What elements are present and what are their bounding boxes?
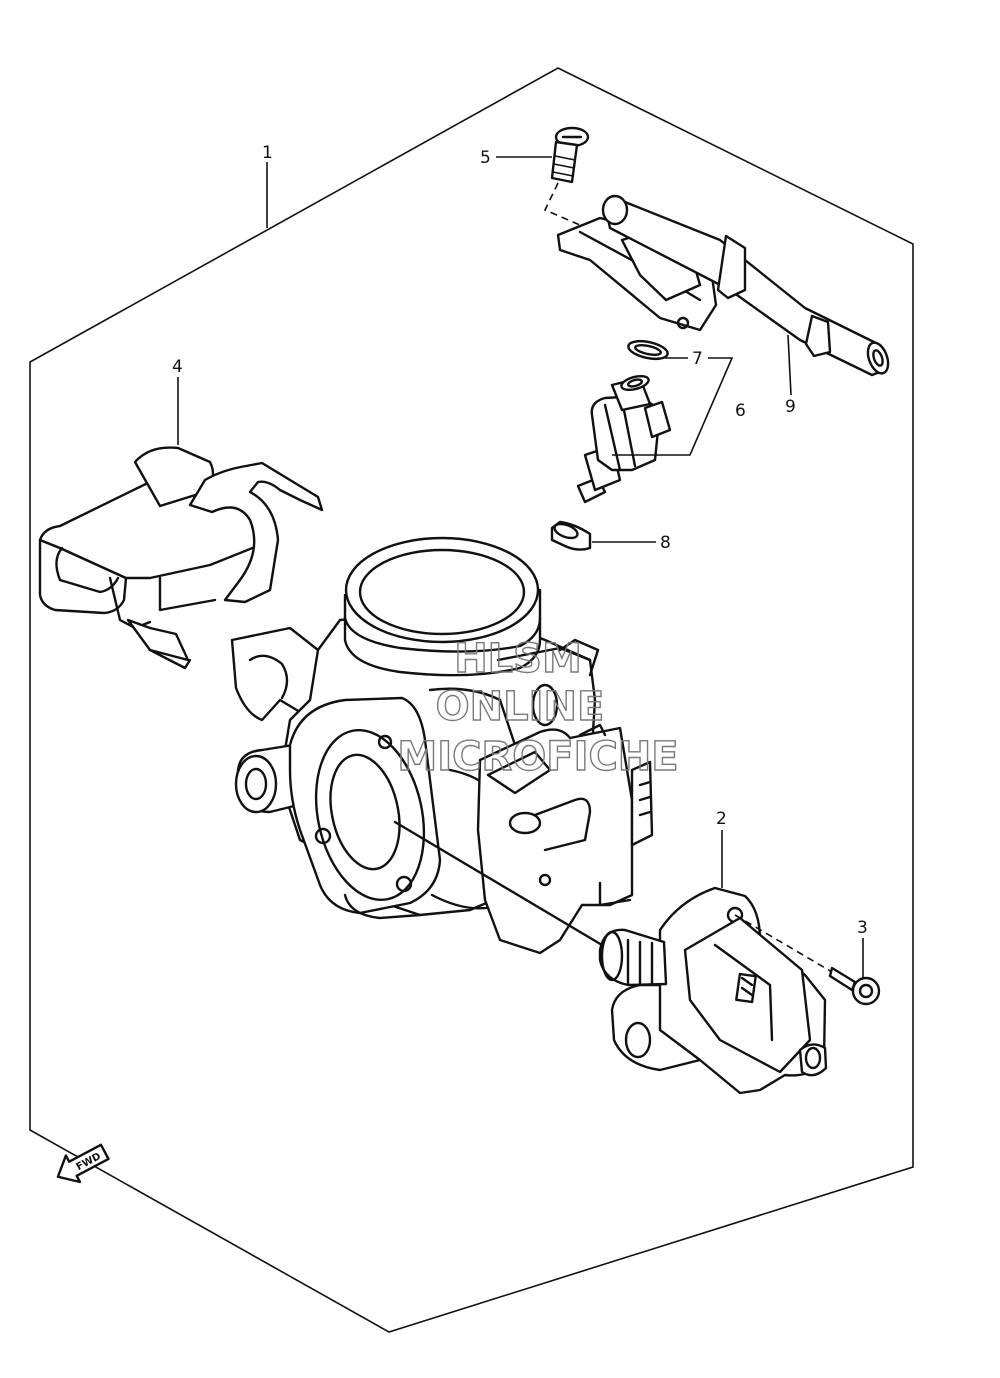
- part-6-injector: [576, 374, 672, 504]
- callout-7: 7: [692, 349, 703, 369]
- part-3-screw: [828, 966, 881, 1006]
- part-8-seal: [550, 520, 592, 551]
- part-9-fuel-pipe: [556, 194, 890, 377]
- callout-9: 9: [785, 397, 796, 417]
- watermark-line-3: MICROFICHE: [397, 734, 678, 780]
- part-4-bracket: [38, 446, 324, 670]
- watermark: HLSM ONLINE MICROFICHE: [397, 635, 680, 780]
- callout-3: 3: [857, 918, 868, 938]
- part-2-idle-valve: [598, 886, 828, 1095]
- throttle-body: [230, 536, 654, 955]
- callout-4: 4: [172, 357, 183, 377]
- leader-lines: [177, 156, 864, 978]
- part-7-o-ring: [627, 339, 669, 361]
- part-5-screw: [550, 126, 590, 184]
- part-3-guide-line: [734, 914, 833, 973]
- callout-2: 2: [716, 809, 727, 829]
- callouts: 1 2 3 4 5 6 7 8 9: [172, 143, 868, 938]
- part-5-guide-line: [543, 182, 581, 226]
- watermark-line-1: HLSM: [454, 636, 582, 682]
- assembly-outline: [29, 67, 914, 1333]
- callout-5: 5: [480, 148, 491, 168]
- part-2-shaft-line: [393, 820, 604, 947]
- watermark-line-2: ONLINE: [436, 684, 605, 730]
- callout-8: 8: [660, 533, 671, 553]
- callout-1: 1: [262, 143, 273, 163]
- callout-6: 6: [735, 401, 746, 421]
